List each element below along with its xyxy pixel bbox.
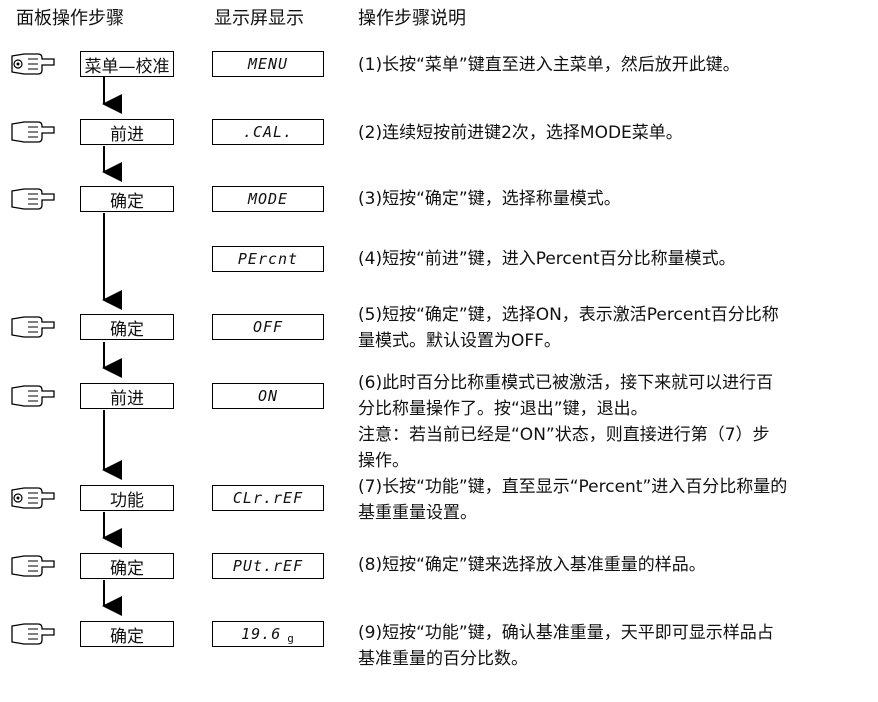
step-description: (2)连续短按前进键2次，选择MODE菜单。 bbox=[358, 120, 870, 146]
step-description: (3)短按“确定”键，选择称量模式。 bbox=[358, 186, 870, 212]
desc-line: (4)短按“前进”键，进入Percent百分比称量模式。 bbox=[358, 249, 736, 269]
lcd-unit: g bbox=[287, 631, 295, 645]
hand-icon bbox=[11, 385, 55, 407]
lcd-display: MODE bbox=[212, 186, 324, 212]
confirm-button[interactable]: 确定 bbox=[80, 314, 174, 340]
lcd-display: OFF bbox=[212, 314, 324, 340]
step-description: (8)短按“确定”键来选择放入基准重量的样品。 bbox=[358, 552, 870, 578]
step-description: (1)长按“菜单”键直至进入主菜单，然后放开此键。 bbox=[358, 52, 870, 78]
header-instructions: 操作步骤说明 bbox=[358, 8, 466, 29]
step-description: (4)短按“前进”键，进入Percent百分比称量模式。 bbox=[358, 246, 870, 272]
header-panel-steps: 面板操作步骤 bbox=[16, 8, 124, 29]
desc-line: 分比称量操作了。按“退出”键，退出。 bbox=[358, 399, 648, 419]
function-button[interactable]: 功能 bbox=[80, 485, 174, 511]
step-description: (9)短按“功能”键，确认基准重量，天平即可显示样品占 基准重量的百分比数。 bbox=[358, 620, 870, 672]
hand-icon bbox=[11, 188, 55, 210]
lcd-text: PErcnt bbox=[237, 250, 299, 268]
lcd-display: CLr.rEF bbox=[212, 485, 324, 511]
lcd-text: MENU bbox=[247, 55, 289, 73]
confirm-button[interactable]: 确定 bbox=[80, 553, 174, 579]
desc-line: (7)长按“功能”键，直至显示“Percent”进入百分比称量的 bbox=[358, 477, 788, 497]
desc-line: 基重重量设置。 bbox=[358, 503, 477, 523]
long-press-hand-icon bbox=[11, 53, 55, 75]
desc-line: (8)短按“确定”键来选择放入基准重量的样品。 bbox=[358, 555, 706, 575]
hand-icon bbox=[11, 121, 55, 143]
lcd-text: .CAL. bbox=[242, 123, 294, 141]
lcd-display: PUt.rEF bbox=[212, 553, 324, 579]
desc-line: (3)短按“确定”键，选择称量模式。 bbox=[358, 189, 621, 209]
confirm-button[interactable]: 确定 bbox=[80, 186, 174, 212]
menu-calibrate-button[interactable]: 菜单—校准 bbox=[80, 51, 174, 77]
hand-icon bbox=[11, 316, 55, 338]
desc-line: (2)连续短按前进键2次，选择MODE菜单。 bbox=[358, 123, 683, 143]
desc-line: (1)长按“菜单”键直至进入主菜单，然后放开此键。 bbox=[358, 55, 740, 75]
desc-line: 操作。 bbox=[358, 451, 409, 471]
lcd-text: CLr.rEF bbox=[232, 489, 304, 507]
lcd-text: 19.6 bbox=[241, 625, 282, 643]
step-description: (7)长按“功能”键，直至显示“Percent”进入百分比称量的 基重重量设置。 bbox=[358, 474, 870, 526]
desc-line: 量模式。默认设置为OFF。 bbox=[358, 331, 561, 351]
lcd-display: 19.6 g bbox=[212, 621, 324, 647]
lcd-text: MODE bbox=[247, 190, 289, 208]
desc-line: 基准重量的百分比数。 bbox=[358, 649, 528, 669]
step-description: (5)短按“确定”键，选择ON，表示激活Percent百分比称 量模式。默认设置… bbox=[358, 302, 870, 354]
lcd-text: PUt.rEF bbox=[232, 557, 304, 575]
hand-icon bbox=[11, 555, 55, 577]
desc-line: 注意：若当前已经是“ON”状态，则直接进行第（7）步 bbox=[358, 425, 770, 445]
header-display: 显示屏显示 bbox=[214, 8, 304, 29]
forward-button[interactable]: 前进 bbox=[80, 119, 174, 145]
hand-icon bbox=[11, 623, 55, 645]
step-description: (6)此时百分比称重模式已被激活，接下来就可以进行百 分比称量操作了。按“退出”… bbox=[358, 370, 870, 474]
long-press-hand-icon bbox=[11, 487, 55, 509]
lcd-text: OFF bbox=[252, 318, 284, 336]
confirm-button[interactable]: 确定 bbox=[80, 621, 174, 647]
desc-line: (6)此时百分比称重模式已被激活，接下来就可以进行百 bbox=[358, 373, 774, 393]
lcd-display: PErcnt bbox=[212, 246, 324, 272]
desc-line: (5)短按“确定”键，选择ON，表示激活Percent百分比称 bbox=[358, 305, 779, 325]
desc-line: (9)短按“功能”键，确认基准重量，天平即可显示样品占 bbox=[358, 623, 774, 643]
lcd-display: MENU bbox=[212, 51, 324, 77]
forward-button[interactable]: 前进 bbox=[80, 383, 174, 409]
lcd-display: ON bbox=[212, 383, 324, 409]
lcd-text: ON bbox=[257, 387, 279, 405]
lcd-display: .CAL. bbox=[212, 119, 324, 145]
